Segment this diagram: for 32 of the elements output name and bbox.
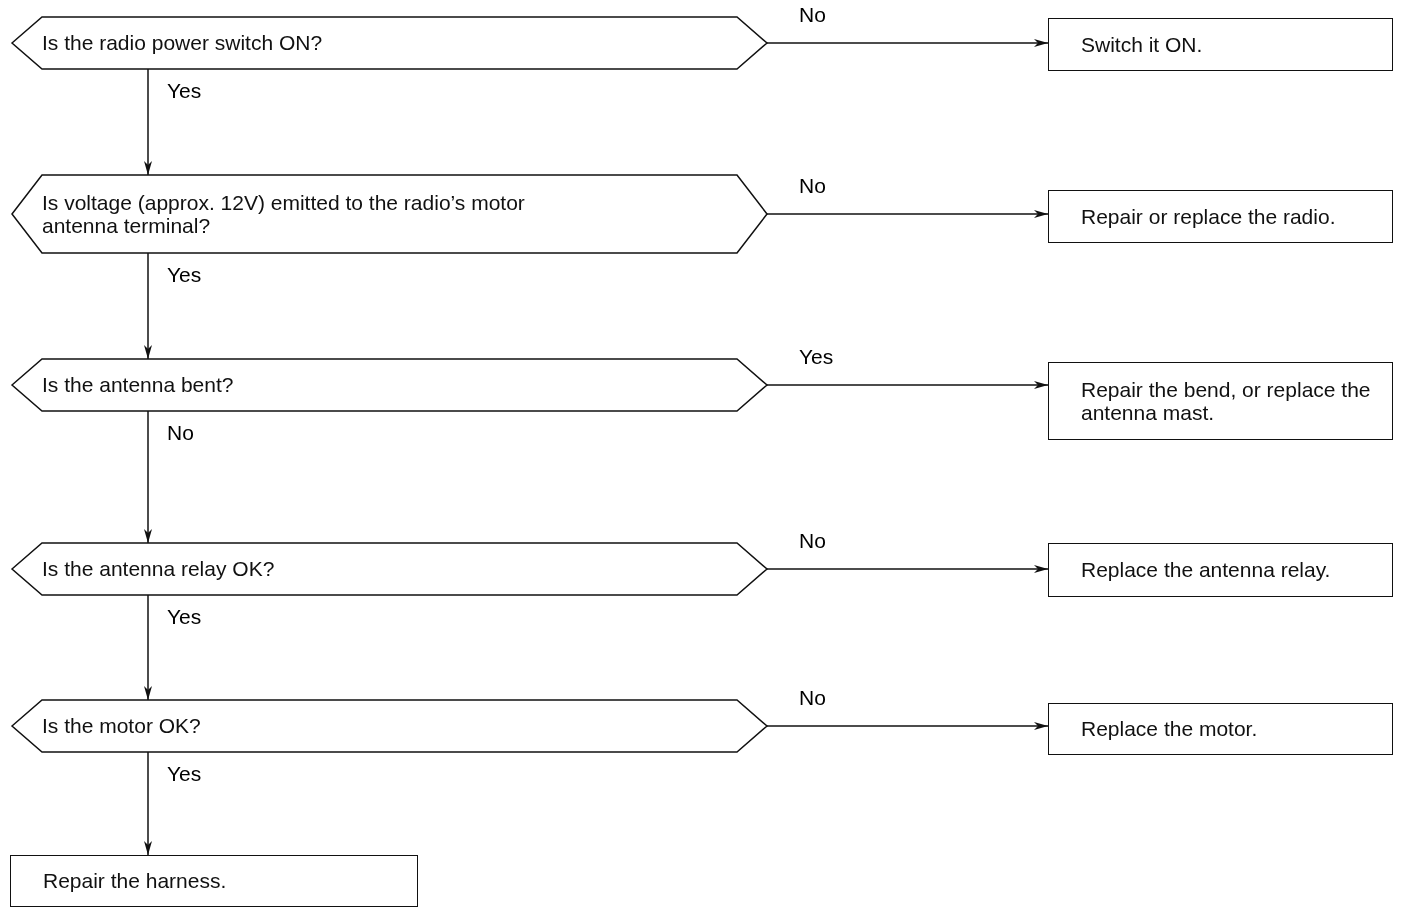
- action-text: Switch it ON.: [1081, 32, 1203, 57]
- decision-hexagon: [12, 543, 767, 595]
- arrow: [144, 594, 152, 701]
- action-box: [1048, 703, 1393, 755]
- action-box: [10, 855, 418, 907]
- action-text: Replace the motor.: [1081, 717, 1258, 741]
- arrow: [766, 381, 1049, 389]
- question-text: Is the antenna bent?: [42, 373, 234, 397]
- arrow: [144, 68, 152, 176]
- decision-hexagon: [12, 175, 767, 253]
- action-box: [1048, 543, 1393, 597]
- action-box: [1048, 18, 1393, 71]
- question-text: Is voltage (approx. 12V) emitted to the radio’s motor antenna terminal?: [42, 190, 526, 238]
- decision-hexagon: [12, 17, 767, 69]
- arrow: [144, 751, 152, 856]
- question-text: Is the motor OK?: [42, 714, 201, 738]
- arrow: [144, 410, 152, 544]
- action-box: [1048, 362, 1393, 440]
- decision-hexagon: [12, 359, 767, 411]
- arrow: [766, 722, 1049, 730]
- question-text: Is the radio power switch ON?: [42, 31, 323, 55]
- action-box: [1048, 190, 1393, 243]
- arrow: [144, 252, 152, 360]
- action-text: Replace the antenna relay.: [1081, 558, 1331, 582]
- action-text: Repair the harness.: [43, 869, 227, 893]
- decision-hexagon: [12, 700, 767, 752]
- arrow: [766, 39, 1049, 47]
- question-text: Is the antenna relay OK?: [42, 557, 275, 581]
- arrow: [766, 210, 1049, 218]
- arrow: [766, 565, 1049, 573]
- action-text: Repair or replace the radio.: [1081, 204, 1336, 229]
- action-text: Repair the bend, or replace the antenna mast.: [1081, 377, 1372, 425]
